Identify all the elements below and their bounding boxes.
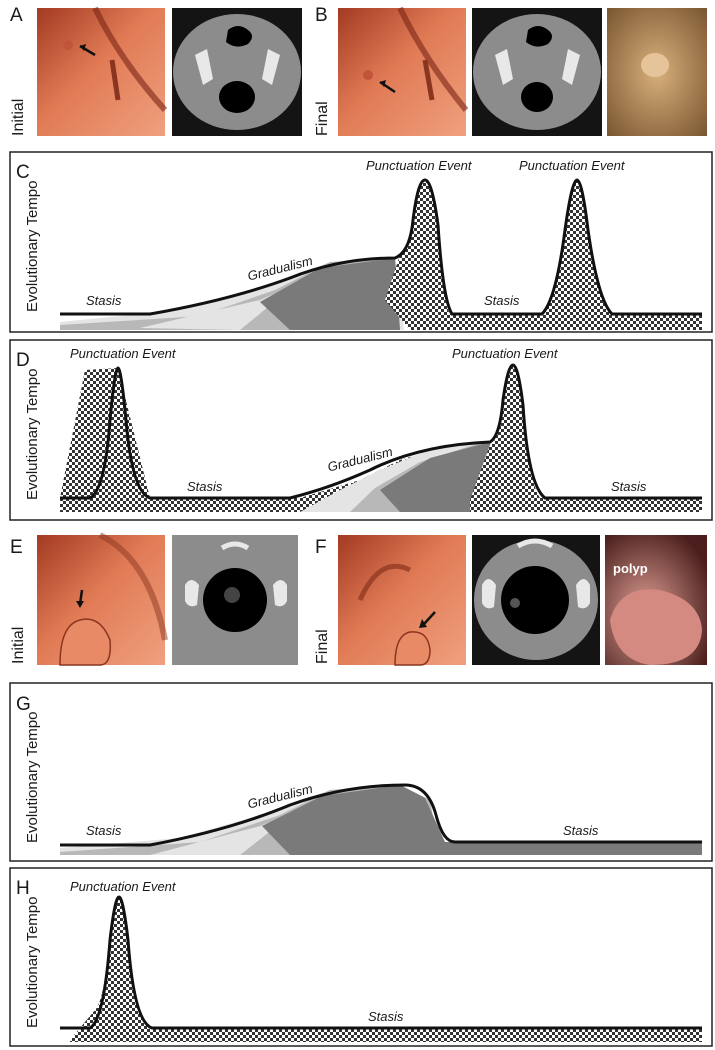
panel-b-endoscopy-image	[338, 6, 469, 136]
panel-c-punctuation-2: Punctuation Event	[519, 158, 625, 173]
panel-c-curve	[60, 178, 702, 330]
panel-letter-a: A	[10, 5, 23, 26]
panel-d-stasis-left: Stasis	[187, 479, 223, 494]
panel-h-punctuation: Punctuation Event	[70, 879, 176, 894]
panel-letter-g: G	[16, 694, 31, 715]
panel-e-side-label: Initial	[10, 626, 27, 664]
panel-letter-h: H	[16, 878, 30, 899]
panel-h-axis-label: Evolutionary Tempo	[24, 896, 41, 1028]
panel-letter-e: E	[10, 537, 23, 558]
panel-d-curve	[60, 363, 702, 512]
panel-f-ct-image	[472, 535, 600, 665]
panel-a-ct-image	[172, 8, 302, 136]
panel-d-axis-label: Evolutionary Tempo	[24, 368, 41, 500]
panel-g-axis-label: Evolutionary Tempo	[24, 711, 41, 843]
panel-c-stasis-right: Stasis	[484, 293, 520, 308]
panel-f-polyp-photo	[605, 535, 707, 665]
panel-b-ct-image	[472, 8, 602, 136]
panel-g-stasis-right: Stasis	[563, 823, 599, 838]
panel-c-axis-label: Evolutionary Tempo	[24, 180, 41, 312]
panel-b-side-label: Final	[314, 101, 331, 136]
panel-letter-c: C	[16, 162, 30, 183]
panel-c-punctuation-1: Punctuation Event	[366, 158, 472, 173]
panel-e-endoscopy-image	[37, 532, 168, 666]
panel-e-ct-image	[172, 535, 298, 665]
panel-d-punctuation-1: Punctuation Event	[70, 346, 176, 361]
panel-g-curve	[60, 783, 702, 855]
panel-letter-d: D	[16, 350, 30, 371]
panel-c-stasis-left: Stasis	[86, 293, 122, 308]
panel-d-stasis-right: Stasis	[611, 479, 647, 494]
panel-a-endoscopy-image	[37, 6, 168, 136]
panel-f-side-label: Final	[314, 629, 331, 664]
panel-letter-b: B	[315, 5, 328, 26]
panel-g-stasis-left: Stasis	[86, 823, 122, 838]
panel-h-stasis: Stasis	[368, 1009, 404, 1024]
panel-a-side-label: Initial	[10, 98, 27, 136]
polyp-label: polyp	[613, 561, 648, 576]
panel-f-endoscopy-image	[338, 535, 466, 666]
panel-h-curve	[60, 895, 702, 1042]
panel-d-punctuation-2: Punctuation Event	[452, 346, 558, 361]
panel-b-colonoscopy-photo	[607, 8, 707, 136]
panel-letter-f: F	[315, 537, 327, 558]
